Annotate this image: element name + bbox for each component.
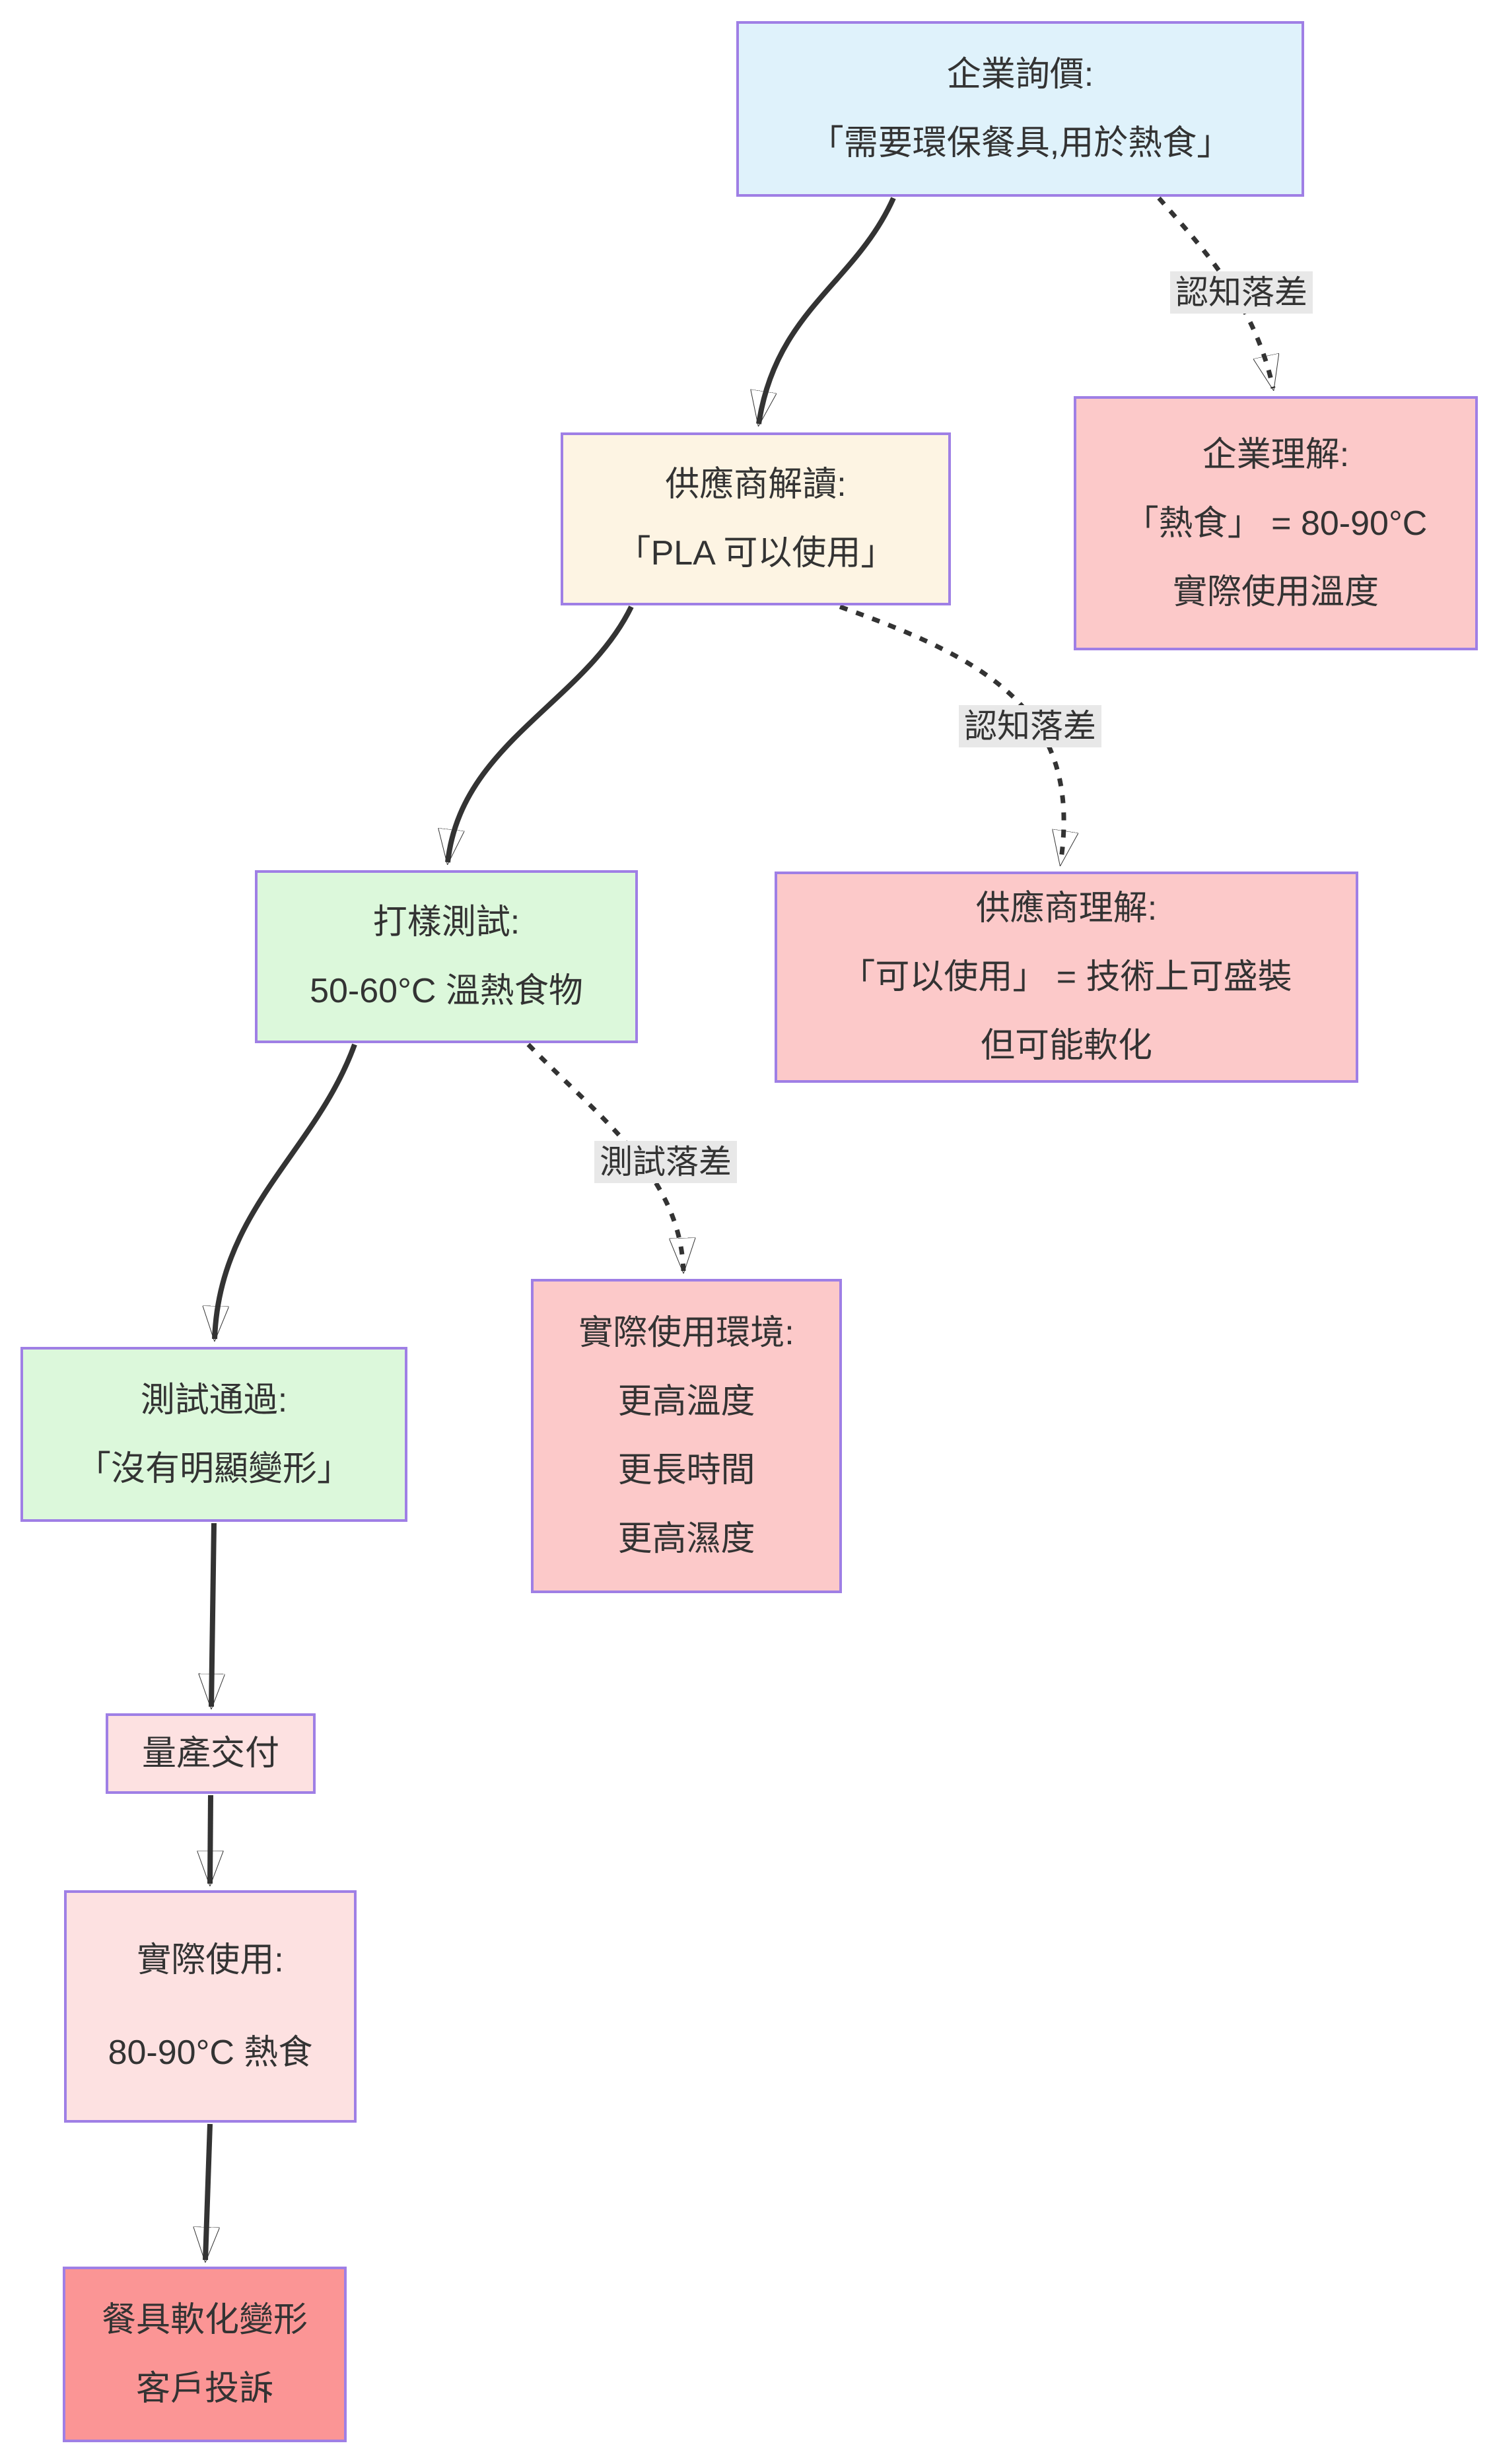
node-supplier-understanding: 供應商理解: 「可以使用」 = 技術上可盛裝 但可能軟化 — [775, 872, 1358, 1083]
node-line: 量產交付 — [141, 1734, 279, 1773]
node-line: 但可能軟化 — [980, 1027, 1152, 1065]
node-line: 實際使用環境: — [578, 1314, 794, 1352]
node-line: 實際使用: — [137, 1941, 284, 1979]
node-line: 供應商理解: — [975, 889, 1158, 928]
node-line: 更長時間 — [617, 1451, 755, 1489]
node-line: 更高濕度 — [617, 1520, 755, 1558]
node-line: 實際使用溫度 — [1172, 572, 1379, 611]
node-line: 企業理解: — [1202, 435, 1350, 474]
node-test-passed: 測試通過: 「沒有明顯變形」 — [20, 1347, 407, 1522]
node-line: 供應商解讀: — [665, 465, 847, 504]
node-line: 「PLA 可以使用」 — [616, 534, 895, 572]
node-line: 50-60°C 溫熱食物 — [310, 972, 583, 1010]
edge-label-test-gap: 測試落差 — [594, 1141, 737, 1183]
node-line: 「需要環保餐具,用於熱食」 — [809, 124, 1232, 162]
edge-sample-test-to-test-passed — [215, 1043, 357, 1339]
edge-test-passed-to-mass-production — [211, 1523, 214, 1707]
edge-supplier-reading-to-sample-test — [448, 605, 634, 862]
node-company-inquiry: 企業詢價: 「需要環保餐具,用於熱食」 — [736, 21, 1304, 197]
node-line: 客戶投訴 — [135, 2370, 273, 2408]
edge-actual-use-to-complaint — [205, 2123, 210, 2260]
node-mass-production-delivery: 量產交付 — [106, 1713, 316, 1794]
edge-sample-test-to-real-environment — [526, 1043, 683, 1271]
edge-label-cognition-gap-1: 認知落差 — [1170, 271, 1313, 314]
node-company-understanding: 企業理解: 「熱食」 = 80-90°C 實際使用溫度 — [1074, 396, 1478, 650]
edge-label-cognition-gap-2: 認知落差 — [959, 705, 1101, 747]
node-line: 打樣測試: — [372, 903, 520, 941]
node-line: 企業詢價: — [946, 55, 1094, 94]
node-supplier-reading: 供應商解讀: 「PLA 可以使用」 — [561, 432, 951, 605]
node-softening-complaint: 餐具軟化變形 客戶投訴 — [63, 2267, 347, 2442]
node-line: 「沒有明顯變形」 — [76, 1449, 351, 1488]
node-line: 更高溫度 — [617, 1383, 755, 1421]
edge-mass-production-to-actual-use — [210, 1795, 211, 1884]
edge-inquiry-to-supplier-reading — [759, 197, 896, 424]
node-line: 「熱食」 = 80-90°C — [1124, 504, 1428, 543]
node-actual-use: 實際使用: 80-90°C 熱食 — [64, 1890, 357, 2123]
node-line: 80-90°C 熱食 — [108, 2034, 313, 2072]
node-line: 餐具軟化變形 — [101, 2301, 308, 2339]
node-line: 「可以使用」 = 技術上可盛裝 — [841, 958, 1292, 996]
node-sample-test: 打樣測試: 50-60°C 溫熱食物 — [255, 870, 638, 1043]
node-line: 測試通過: — [140, 1381, 288, 1420]
node-real-use-environment: 實際使用環境: 更高溫度 更長時間 更高濕度 — [531, 1279, 842, 1593]
